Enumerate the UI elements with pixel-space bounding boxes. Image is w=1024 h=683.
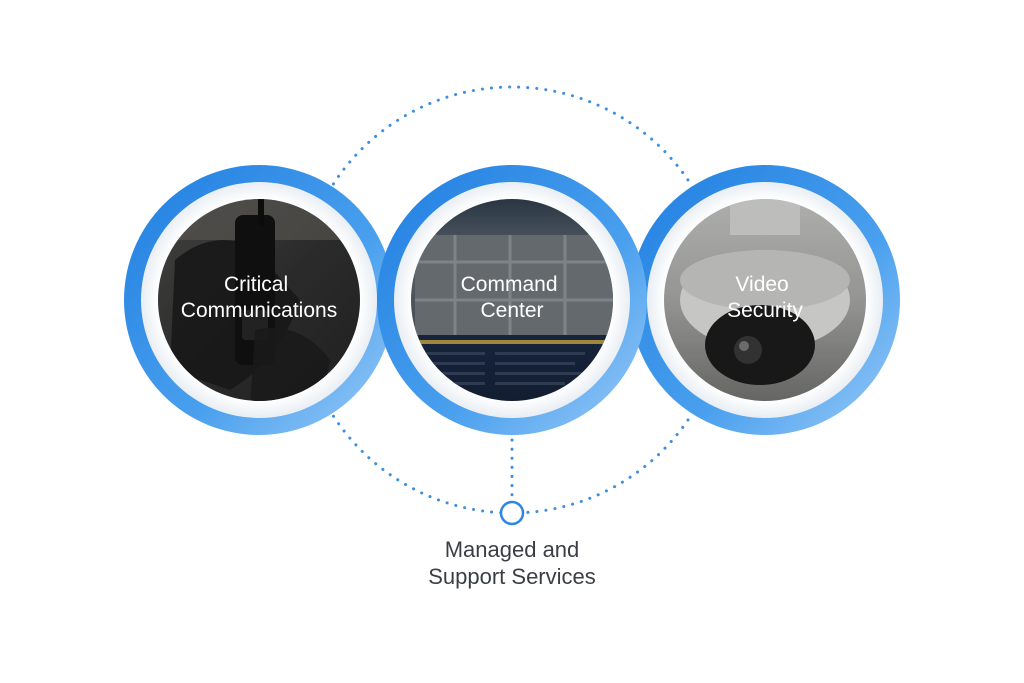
video-security-label-line2: Security <box>727 299 803 322</box>
hub-label-line1: Managed and <box>444 537 580 562</box>
video-security-label: Video Security <box>727 273 803 322</box>
critical-communications-label-line1: Critical <box>224 273 288 296</box>
critical-communications-label: Critical Communications <box>181 273 337 322</box>
dome-camera-photo <box>664 199 866 401</box>
critical-communications-label-line2: Communications <box>181 299 337 322</box>
video-security-label-line1: Video <box>735 273 788 296</box>
command-center-label: Command Center <box>461 273 564 322</box>
managed-support-services-label: Managed and Support Services <box>362 536 662 590</box>
monitor-map-photo <box>411 199 613 401</box>
hub-label-line2: Support Services <box>428 564 596 589</box>
command-center-label-line1: Command <box>461 273 558 296</box>
command-center-label-line2: Center <box>480 299 543 322</box>
hub-node <box>499 500 525 526</box>
